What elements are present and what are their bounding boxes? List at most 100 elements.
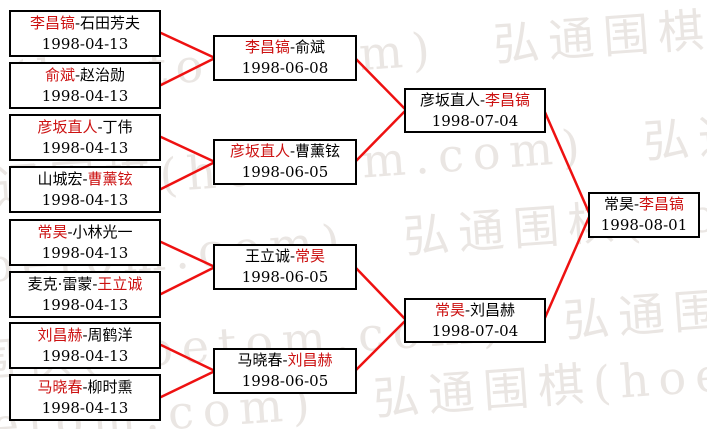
match-players: 彦坂直人-曹薰铉 [230, 141, 340, 162]
player-name: 常昊 [37, 222, 68, 241]
connector-line [353, 265, 408, 322]
match-date: 1998-04-13 [41, 86, 129, 105]
match-box-r1-3: 山城宏-曹薰铉 1998-04-13 [9, 166, 161, 213]
separator: - [282, 351, 288, 369]
player-name: 马晓春 [37, 377, 83, 396]
match-players: 马晓春-刘昌赫 [237, 350, 332, 371]
match-players: 马晓春-柳时熏 [37, 377, 132, 398]
player-name: 马晓春 [237, 351, 283, 369]
player-name: 周鹤洋 [87, 325, 133, 344]
player-name: 赵治勋 [80, 65, 126, 84]
player-name: 王立诚 [244, 247, 290, 265]
match-players: 常昊-李昌镐 [604, 194, 684, 215]
player-name: 彦坂直人 [419, 90, 480, 109]
match-box-r3-0: 彦坂直人-李昌镐 1998-07-04 [404, 88, 546, 133]
match-date: 1998-06-05 [241, 268, 329, 286]
connector-line [353, 108, 408, 164]
player-name: 刘昌赫 [470, 300, 516, 319]
match-date: 1998-07-04 [431, 111, 519, 130]
match-box-r1-5: 麦克·雷蒙-王立诚 1998-04-13 [9, 271, 161, 318]
match-date: 1998-04-13 [41, 243, 129, 262]
connector-line [159, 31, 217, 60]
match-players: 彦坂直人-丁伟 [37, 117, 132, 138]
connector-line [159, 369, 217, 399]
separator: - [479, 90, 486, 109]
separator: - [92, 274, 98, 293]
match-box-r1-7: 马晓春-柳时熏 1998-04-13 [9, 374, 161, 421]
player-name: 刘昌赫 [287, 351, 333, 369]
player-name: 王立诚 [97, 274, 143, 293]
player-name: 俞斌 [44, 65, 75, 84]
match-players: 王立诚-常昊 [245, 246, 325, 267]
player-name: 彦坂直人 [229, 142, 290, 160]
player-name: 常昊 [603, 195, 634, 213]
match-box-r2-3: 马晓春-刘昌赫 1998-06-05 [213, 348, 357, 394]
match-players: 常昊-刘昌赫 [435, 300, 515, 321]
match-box-r1-6: 刘昌赫-周鹤洋 1998-04-13 [9, 322, 161, 369]
separator: - [289, 38, 296, 56]
separator: - [633, 195, 640, 213]
player-name: 李昌镐 [244, 38, 290, 56]
player-name: 李昌镐 [639, 195, 685, 213]
player-name: 刘昌赫 [37, 325, 83, 344]
connector-line [159, 135, 217, 164]
separator: - [82, 169, 88, 188]
separator: - [82, 377, 88, 396]
match-players: 彦坂直人-李昌镐 [420, 90, 530, 111]
match-box-r2-0: 李昌镐-俞斌 1998-06-08 [213, 35, 357, 81]
match-date: 1998-08-01 [600, 216, 688, 234]
match-box-r1-2: 彦坂直人-丁伟 1998-04-13 [9, 114, 161, 161]
player-name: 俞斌 [295, 38, 326, 56]
player-name: 曹薰铉 [87, 169, 133, 188]
match-players: 刘昌赫-周鹤洋 [37, 325, 132, 346]
player-name: 常昊 [295, 247, 326, 265]
match-date: 1998-04-13 [41, 346, 129, 365]
separator: - [82, 325, 88, 344]
separator: - [74, 13, 81, 32]
match-date: 1998-04-13 [41, 34, 129, 53]
player-name: 李昌镐 [485, 90, 531, 109]
match-box-r2-1: 彦坂直人-曹薰铉 1998-06-05 [213, 139, 357, 185]
match-date: 1998-07-04 [431, 321, 519, 340]
player-name: 彦坂直人 [37, 117, 98, 136]
connector-line [542, 213, 592, 322]
match-date: 1998-06-05 [241, 372, 329, 390]
match-players: 麦克·雷蒙-王立诚 [28, 274, 143, 295]
connector-line [353, 56, 408, 112]
connector-line [159, 265, 217, 296]
match-box-r1-1: 俞斌-赵治勋 1998-04-13 [9, 62, 161, 109]
connector-line [159, 343, 217, 373]
match-date: 1998-06-05 [241, 163, 329, 181]
separator: - [97, 117, 103, 136]
match-players: 李昌镐-石田芳夫 [30, 13, 140, 34]
separator: - [289, 142, 296, 160]
player-name: 柳时熏 [87, 377, 133, 396]
match-box-r2-2: 王立诚-常昊 1998-06-05 [213, 244, 357, 290]
match-date: 1998-04-13 [41, 138, 129, 157]
player-name: 李昌镐 [29, 13, 75, 32]
connector-line [353, 318, 408, 373]
match-players: 山城宏-曹薰铉 [37, 169, 132, 190]
connector-line [159, 160, 217, 191]
player-name: 石田芳夫 [80, 13, 141, 32]
match-date: 1998-04-13 [41, 190, 129, 209]
player-name: 丁伟 [102, 117, 133, 136]
separator: - [289, 247, 296, 265]
connector-line [159, 56, 217, 87]
player-name: 小林光一 [72, 222, 133, 241]
connector-line [542, 108, 592, 217]
player-name: 麦克·雷蒙 [27, 274, 93, 293]
player-name: 曹薰铉 [295, 142, 341, 160]
match-players: 李昌镐-俞斌 [245, 37, 325, 58]
separator: - [67, 222, 73, 241]
match-box-r3-1: 常昊-刘昌赫 1998-07-04 [404, 298, 546, 343]
match-box-r1-0: 李昌镐-石田芳夫 1998-04-13 [9, 10, 161, 57]
match-date: 1998-06-08 [241, 59, 329, 77]
separator: - [74, 65, 81, 84]
player-name: 常昊 [434, 300, 465, 319]
match-players: 俞斌-赵治勋 [45, 65, 125, 86]
match-date: 1998-04-13 [41, 398, 129, 417]
connector-line [159, 240, 217, 269]
